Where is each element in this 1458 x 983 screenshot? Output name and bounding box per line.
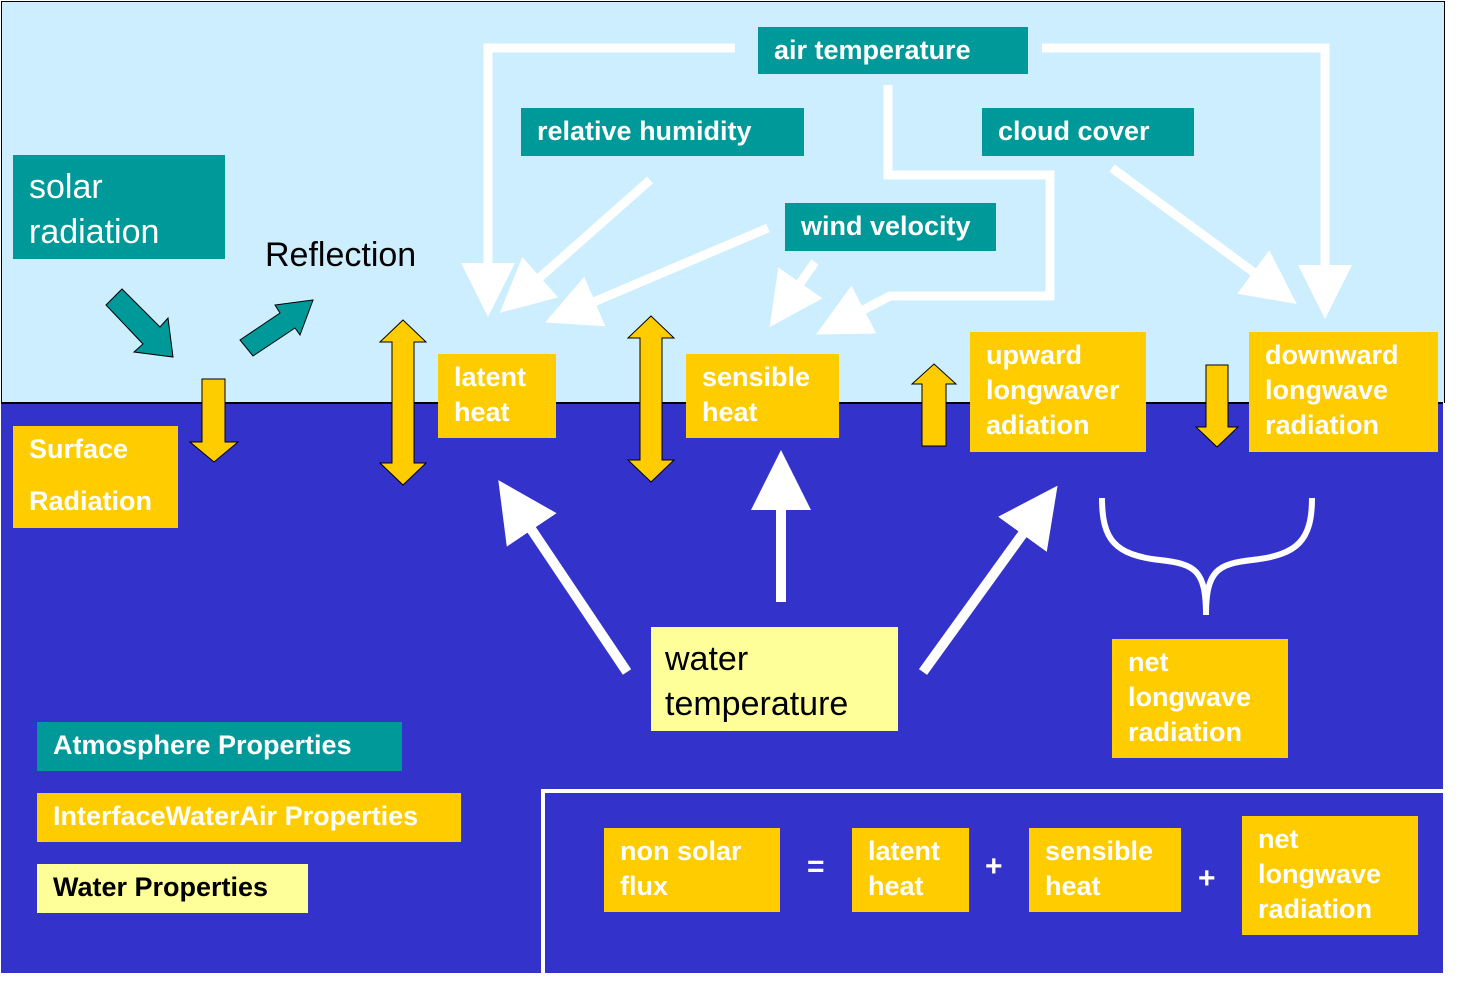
net-longwave-box: net longwave radiation [1112,639,1288,758]
solar-radiation-box: solar radiation [13,155,225,259]
wind-velocity-box: wind velocity [785,203,996,251]
latent-heat-box: latent heat [438,354,556,438]
brace [1099,497,1315,616]
downward-longwave-box: downward longwave radiation [1249,332,1438,452]
reflection-label: Reflection [265,236,417,274]
sensible-heat-box: sensible heat [686,354,839,438]
arrow-wind-to-latent [545,223,770,327]
atmosphere-region [1,1,1445,403]
legend-water: Water Properties [37,864,308,913]
arrow-humidity-to-latent [499,176,653,313]
relative-humidity-box: relative humidity [521,108,804,156]
equation-panel [541,789,1455,983]
sensible-heat-arrow [626,315,676,483]
equals-sign: = [807,850,825,883]
equation-non-solar-flux: non solar flux [604,828,780,912]
solar-incoming-arrow [105,288,174,358]
equation-net-longwave: net longwave radiation [1242,816,1418,935]
arrow-water-to-latent [498,480,632,675]
arrow-airtemp-to-latent [461,43,735,317]
surface-radiation-arrow [188,378,240,463]
equation-latent-heat: latent heat [852,828,969,912]
upward-longwave-arrow [910,363,958,447]
arrow-water-to-upward [918,485,1058,675]
arrow-airtemp-to-downward [1042,43,1352,319]
downward-longwave-arrow [1194,364,1240,448]
legend-interface: InterfaceWaterAir Properties [37,793,461,842]
equation-sensible-heat: sensible heat [1029,828,1181,912]
plus-sign-2: + [1198,862,1216,895]
latent-heat-arrow [378,319,428,486]
arrow-wind-to-sensible [769,259,823,328]
upward-longwave-box: upward longwaver adiation [970,332,1146,452]
cloud-cover-box: cloud cover [982,108,1194,156]
plus-sign-1: + [985,850,1003,883]
air-temperature-box: air temperature [758,27,1028,74]
arrow-airtemp-to-sensible [816,85,1055,335]
reflection-arrow [239,299,314,357]
arrow-cloud-to-downward [1109,164,1297,305]
surface-radiation-box: Surface Radiation [13,426,178,528]
legend-atmosphere: Atmosphere Properties [37,722,402,771]
water-temperature-box: water temperature [651,627,898,731]
